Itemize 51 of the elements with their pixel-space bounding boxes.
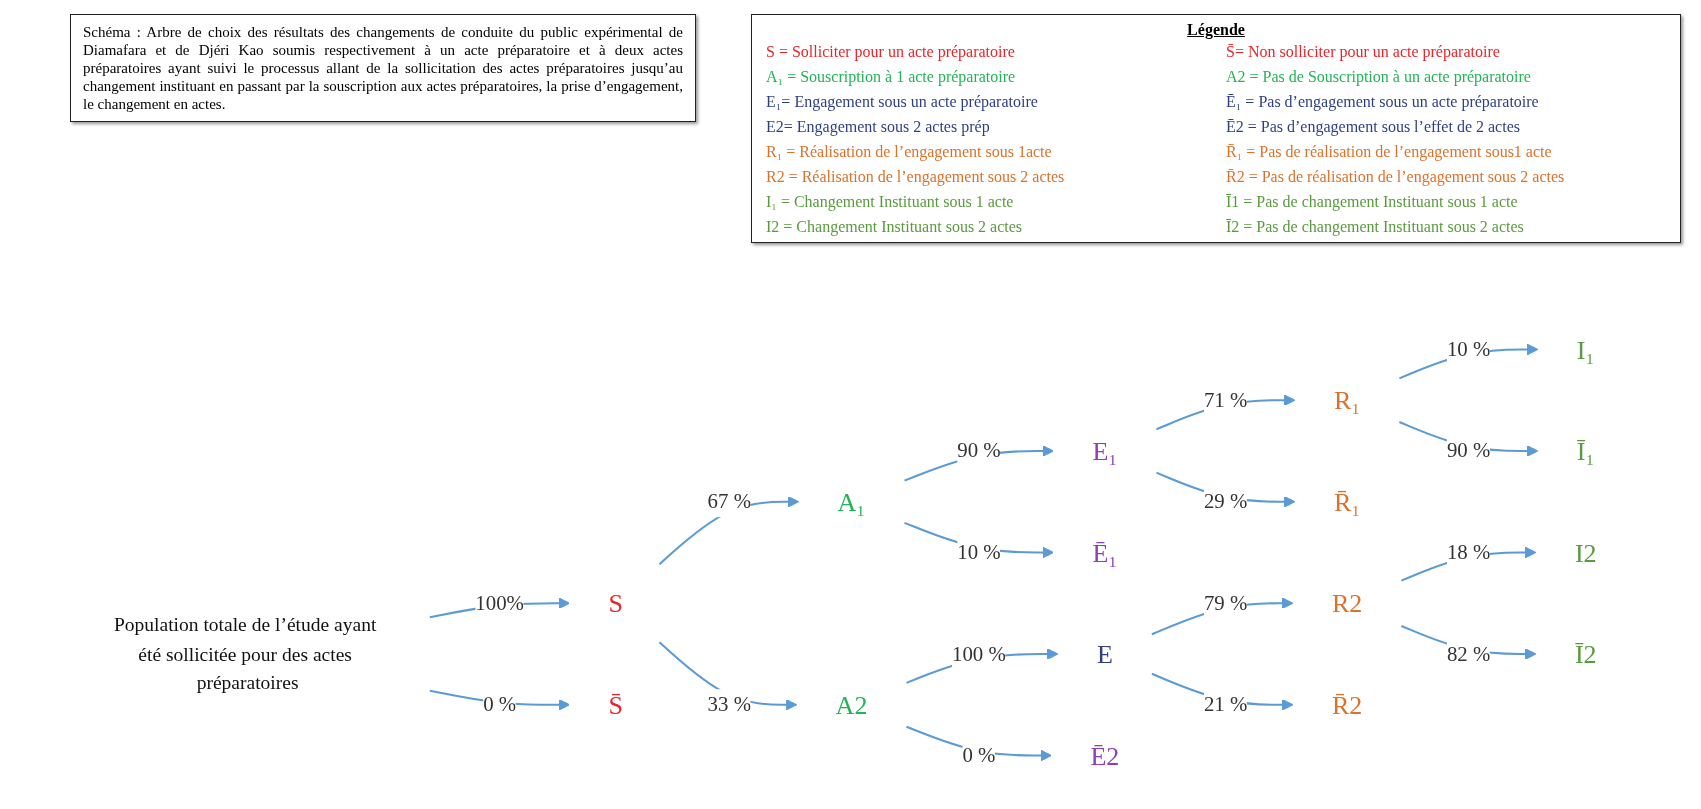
legend-entry: S̄= Non solliciter pour un acte préparatoire	[1226, 43, 1501, 61]
legend-entry: R̄₁ = Pas de réalisation de l’engagement sous1 acte	[1226, 143, 1553, 161]
node-text: E	[1096, 639, 1113, 669]
legend-entry: I₁ = Changement Instituant sous 1 acte	[766, 193, 1015, 211]
legend-entry: R̄2 = Pas de réalisation de l’engagement sous 2 actes	[1226, 168, 1566, 186]
legend-entry: Ē₁ = Pas d’engagement sous un acte préparatoire	[1226, 93, 1540, 111]
legend-entry: I2 = Changement Instituant sous 2 actes	[766, 218, 1024, 236]
node-text: Ī2	[1574, 639, 1597, 669]
edge-label: 79 %	[1203, 591, 1248, 614]
edge-label: 100 %	[952, 642, 1006, 665]
caption-box: Schéma : Arbre de choix des résultats des changements de conduite du public expérimental de Diamafara et de Djéri Kao soumis respectivement à un acte préparatoire et à deux actes préparatoires ayant suivi le processus allant de la sollicitation des actes préparatoires jusqu’au changement instituant en passant par la souscription aux actes préparatoires, la prise d’engagement, le changement en actes.	[70, 14, 696, 122]
legend-entry: E2= Engagement sous 2 actes prép	[766, 118, 991, 136]
edge-label: 71 %	[1203, 388, 1248, 411]
edge-label: 90 %	[957, 439, 1001, 462]
edge-label: 33 %	[707, 693, 751, 716]
node-text: R̄2	[1331, 690, 1363, 720]
node-text: I₁	[1576, 335, 1595, 364]
edge-label: 67 %	[707, 490, 751, 513]
node-text: I2	[1574, 538, 1597, 567]
node-text: R2	[1331, 588, 1363, 618]
edge-label: 10 %	[1446, 337, 1491, 360]
legend-entry: S = Solliciter pour un acte préparatoire	[766, 43, 1016, 61]
legend-entry: R2 = Réalisation de l’engagement sous 2 actes	[766, 168, 1066, 186]
legend-title: Légende	[1186, 21, 1246, 39]
legend-entry: Ē2 = Pas d’engagement sous l’effet de 2 actes	[1226, 118, 1521, 136]
node-text: R̄₁	[1333, 487, 1361, 517]
node-text: Ē₁	[1092, 538, 1118, 567]
legend-entry: R₁ = Réalisation de l’engagement sous 1acte	[766, 143, 1053, 161]
edge-label: 21 %	[1203, 693, 1248, 716]
legend-entry: Ī2 = Pas de changement Instituant sous 2 actes	[1226, 218, 1525, 236]
legend-entry: A₁ = Souscription à 1 acte préparatoire	[766, 68, 1017, 86]
edge-label: 10 %	[957, 540, 1001, 563]
node-text: S	[608, 588, 624, 618]
edge-label: 82 %	[1446, 642, 1491, 665]
edge-label: 0 %	[483, 693, 517, 716]
node-text: A₁	[837, 487, 866, 517]
node-text: Ī₁	[1576, 436, 1595, 466]
node-text: Population totale de l’étude ayant été sollicitée pour des actes préparatoires	[113, 614, 377, 694]
legend-entry: Ī1 = Pas de changement Instituant sous 1 acte	[1226, 193, 1519, 211]
legend-entry: E₁= Engagement sous un acte préparatoire	[766, 93, 1039, 111]
legend-entry: A2 = Pas de Souscription à un acte préparatoire	[1226, 68, 1532, 86]
node-text: R₁	[1333, 385, 1361, 415]
node-text: E₁	[1092, 436, 1118, 466]
edge-label: 90 %	[1446, 439, 1491, 462]
node-text: Ē2	[1090, 741, 1120, 770]
edge-label: 18 %	[1446, 540, 1491, 563]
node-text: S̄	[608, 690, 624, 720]
node-text: A2	[835, 690, 868, 720]
edge-label: 29 %	[1203, 490, 1248, 513]
edge-label: 100%	[475, 591, 524, 614]
edge-label: 0 %	[962, 743, 996, 766]
